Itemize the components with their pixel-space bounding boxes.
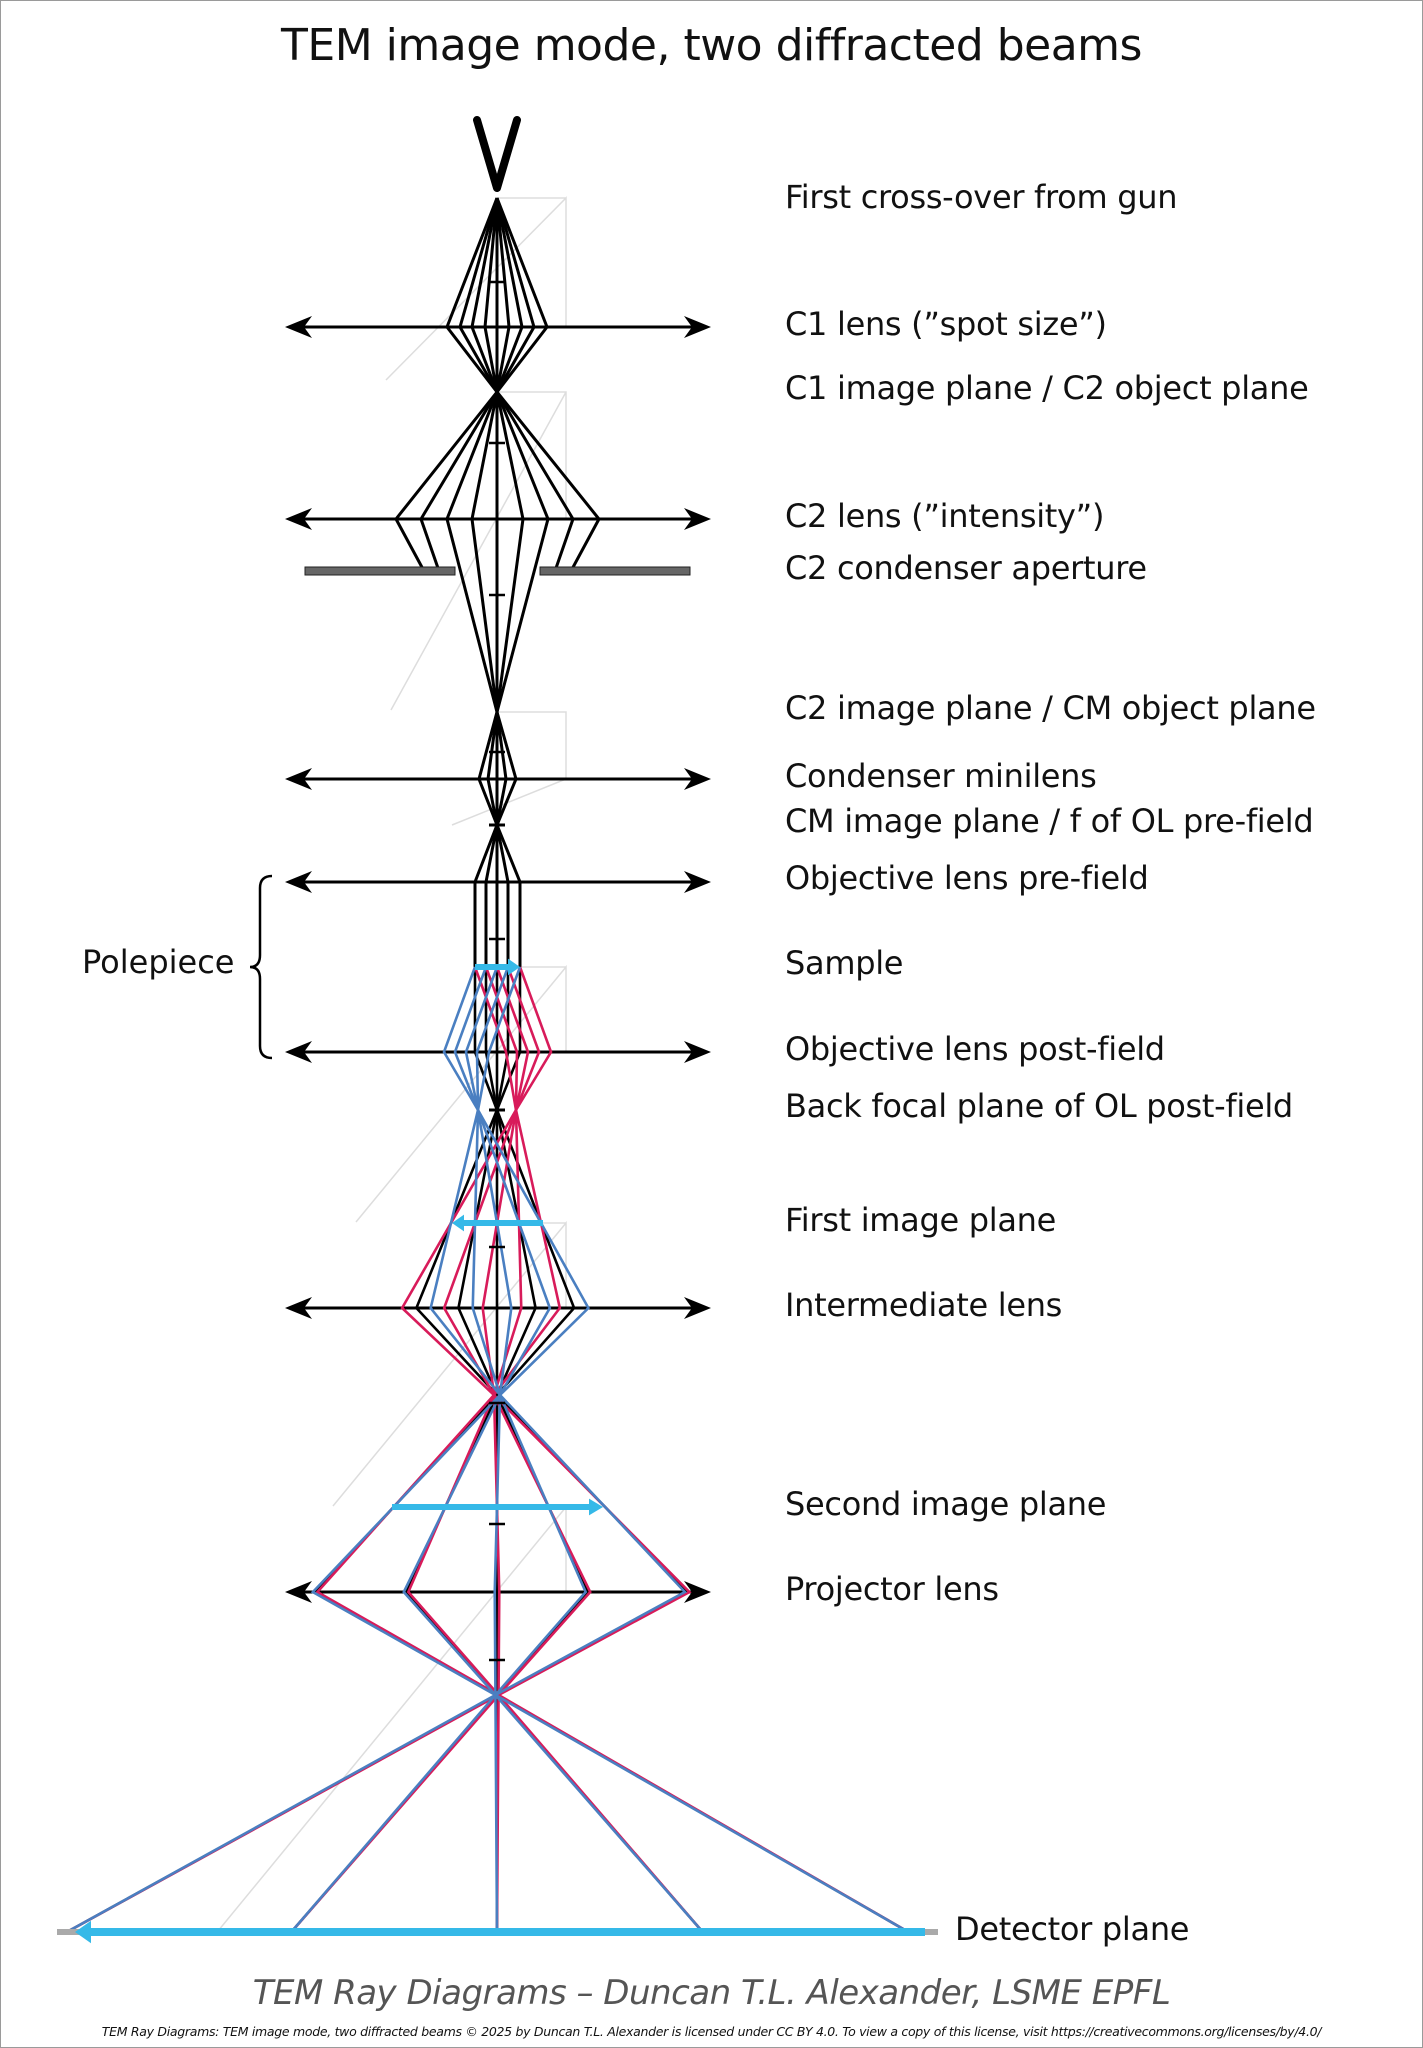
condenser-ray	[495, 197, 511, 393]
diffracted-ray-right	[315, 966, 910, 1934]
diffracted-ray-left	[310, 966, 910, 1934]
blocked-ray	[419, 391, 499, 572]
transmitted-ray	[66, 967, 690, 1934]
label-intermediate-lens: Intermediate lens	[785, 1286, 1063, 1324]
second-image-arrow-icon	[392, 1498, 603, 1516]
lens-right-arrowhead-icon	[684, 871, 711, 893]
label-ol-post-field: Objective lens post-field	[785, 1030, 1165, 1068]
label-c1-lens: C1 lens (”spot size”)	[785, 305, 1107, 343]
sample-arrow-icon	[475, 958, 520, 976]
lens-right-arrowhead-icon	[684, 768, 711, 790]
condenser-ray	[495, 197, 524, 393]
lens-left-arrowhead-icon	[285, 1041, 312, 1063]
blocked-ray	[394, 391, 499, 572]
condenser-ray	[495, 197, 536, 393]
diffracted-ray-right	[290, 966, 592, 1933]
diffracted-ray-left	[66, 966, 687, 1934]
illumination-ray	[495, 824, 510, 967]
condenser-ray	[495, 391, 525, 713]
construction-line	[217, 1504, 567, 1932]
lens-right-arrowhead-icon	[684, 316, 711, 338]
condenser-ray	[445, 391, 499, 713]
polepiece-brace-icon	[249, 874, 273, 1060]
diagram-title: TEM image mode, two diffracted beams	[281, 20, 1142, 71]
focal-ticks	[489, 280, 505, 1662]
condenser-ray	[483, 197, 499, 393]
lens-left-arrowhead-icon	[285, 1581, 312, 1603]
diffracted-ray-right	[481, 966, 530, 1933]
illumination-ray	[495, 824, 522, 967]
label-first-image-plane: First image plane	[785, 1201, 1057, 1239]
diffracted-ray-left	[464, 966, 513, 1933]
detector-image-arrow-icon	[75, 1920, 925, 1944]
image-arrow-head-icon	[75, 1920, 91, 1944]
lens-left-arrowhead-icon	[285, 871, 312, 893]
c2-aperture-right-blade	[539, 566, 691, 576]
diffracted-ray-left	[402, 966, 704, 1933]
image-arrow-head-icon	[589, 1498, 603, 1516]
lens-right-arrowhead-icon	[684, 1581, 711, 1603]
label-c1-image-plane: C1 image plane / C2 object plane	[785, 369, 1309, 407]
misc-elements	[249, 116, 691, 1060]
image-arrow-head-icon	[508, 958, 520, 976]
diffracted-ray-left	[290, 966, 588, 1933]
condenser-ray	[495, 391, 550, 713]
diffracted-ray-right	[66, 966, 692, 1934]
condenser-ray	[477, 711, 499, 826]
illumination-ray	[473, 824, 499, 967]
label-detector-plane: Detector plane	[955, 1910, 1190, 1948]
diffracted-beam-right-rays	[66, 966, 910, 1934]
lens-left-arrowhead-icon	[285, 508, 312, 530]
blocked-ray	[495, 391, 575, 572]
label-sample: Sample	[785, 944, 904, 982]
label-second-image-plane: Second image plane	[785, 1485, 1107, 1523]
first-image-arrow-icon	[452, 1214, 543, 1232]
illumination-ray	[484, 824, 499, 967]
condenser-ray	[495, 711, 508, 826]
label-crossover: First cross-over from gun	[785, 178, 1178, 216]
label-c2-image-plane: C2 image plane / CM object plane	[785, 689, 1316, 727]
lens-left-arrowhead-icon	[285, 1297, 312, 1319]
condenser-ray	[486, 711, 499, 826]
label-ol-pre-field: Objective lens pre-field	[785, 859, 1149, 897]
lens-left-arrowhead-icon	[285, 768, 312, 790]
image-arrows	[57, 958, 938, 1944]
license-text: TEM Ray Diagrams: TEM image mode, two di…	[101, 2024, 1322, 2039]
label-condenser-minilens: Condenser minilens	[785, 757, 1097, 795]
diffracted-ray-right	[406, 966, 704, 1933]
label-back-focal-plane: Back focal plane of OL post-field	[785, 1087, 1293, 1125]
condenser-ray	[495, 197, 549, 393]
condenser-ray	[445, 197, 499, 393]
label-c2-aperture: C2 condenser aperture	[785, 549, 1147, 587]
condenser-ray	[470, 197, 499, 393]
polepiece-label: Polepiece	[82, 943, 235, 981]
c2-aperture-left-blade	[304, 566, 456, 576]
label-projector-lens: Projector lens	[785, 1570, 999, 1608]
credit-line: TEM Ray Diagrams – Duncan T.L. Alexander…	[252, 1973, 1171, 2013]
image-arrow-head-icon	[452, 1214, 464, 1232]
diffracted-beam-left-rays	[66, 966, 910, 1934]
condenser-ray	[470, 391, 499, 713]
blocked-ray	[495, 391, 601, 572]
lens-left-arrowhead-icon	[285, 316, 312, 338]
lens-right-arrowhead-icon	[684, 508, 711, 530]
electron-gun-icon	[473, 116, 521, 192]
condenser-ray	[458, 197, 499, 393]
lens-right-arrowhead-icon	[684, 1041, 711, 1063]
lens-right-arrowhead-icon	[684, 1297, 711, 1319]
label-c2-lens: C2 lens (”intensity”)	[785, 497, 1105, 535]
label-cm-image-plane: CM image plane / f of OL pre-field	[785, 802, 1314, 840]
condenser-ray	[495, 711, 518, 826]
construction-line	[451, 711, 567, 826]
